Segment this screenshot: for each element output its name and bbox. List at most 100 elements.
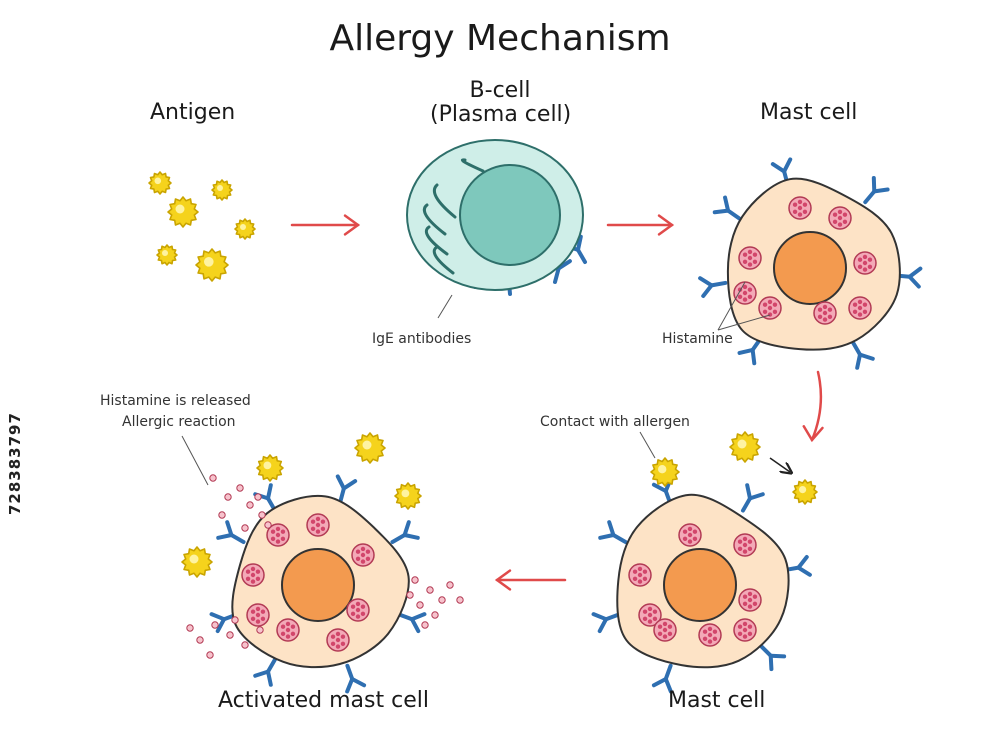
antigen-particle [354, 432, 386, 464]
histamine-granule [326, 628, 350, 652]
bound-antigen [394, 482, 422, 510]
ige-antibody [591, 612, 622, 634]
histamine-granule [241, 563, 265, 587]
released-histamine [186, 474, 464, 659]
histamine-granule [733, 618, 757, 642]
antigen-particle [148, 171, 172, 195]
histamine-granule [266, 523, 290, 547]
mast-cell-nucleus [773, 231, 847, 305]
stock-id: 728383797 [6, 412, 24, 515]
antigen-particle [211, 179, 233, 201]
approach-arrow [769, 457, 790, 472]
ige-antibody [390, 520, 420, 544]
incoming-antigen [792, 479, 818, 505]
histamine-granule [788, 196, 812, 220]
label-bcell: B-cell [469, 78, 531, 103]
ige-antibody [651, 663, 673, 694]
histamine-dot [226, 631, 234, 639]
histamine-dot [406, 591, 414, 599]
incoming-antigen [729, 431, 761, 463]
ige-antibody [396, 612, 427, 634]
histamine-dot [186, 624, 194, 632]
ige-antibody [253, 657, 277, 687]
histamine-dot [246, 501, 254, 509]
histamine-dot [258, 511, 266, 519]
contact-antigen [650, 457, 680, 487]
ige-antibody [851, 340, 875, 370]
ige-antibody [758, 643, 787, 672]
page-title: Allergy Mechanism [329, 18, 671, 59]
antigen-particle [195, 248, 229, 282]
antigen-particle [181, 546, 213, 578]
histamine-granule [853, 251, 877, 275]
histamine-granule [276, 618, 300, 642]
histamine-granule [638, 603, 662, 627]
histamine-dot [416, 601, 424, 609]
arrow-mast-to-contact [802, 370, 824, 443]
antigen-cluster [148, 171, 256, 282]
antigen-particle [234, 218, 256, 240]
b-cell-nucleus [459, 164, 561, 266]
label-mast-cell-top: Mast cell [760, 100, 858, 125]
histamine-granule [848, 296, 872, 320]
histamine-granule [306, 513, 330, 537]
mast-cell-nucleus [281, 548, 355, 622]
histamine-granule [733, 533, 757, 557]
antigen-particle [394, 482, 422, 510]
histamine-granule [653, 618, 677, 642]
histamine-granule [351, 543, 375, 567]
histamine-dot [431, 611, 439, 619]
histamine-granule [733, 281, 757, 305]
histamine-dot [209, 474, 217, 482]
ige-antibody [345, 663, 367, 694]
ige-antibody [863, 175, 890, 205]
histamine-dot [206, 651, 214, 659]
antigen-particle [167, 196, 199, 228]
er-membrane [460, 158, 485, 173]
histamine-dot [456, 596, 464, 604]
antigen-particle [256, 454, 284, 482]
antigen-particle [729, 431, 761, 463]
label-histamine-released: Histamine is released [100, 393, 251, 409]
label-contact-allergen: Contact with allergen [540, 414, 690, 430]
ige-antibody [698, 276, 728, 298]
ige-antibody [216, 520, 246, 544]
bound-antigen [181, 546, 213, 578]
antigen-particle [156, 244, 178, 266]
histamine-dot [211, 621, 219, 629]
pointer-histamine [717, 281, 771, 331]
er-membrane [432, 183, 457, 219]
label-ige-antibodies: IgE antibodies [372, 331, 472, 347]
antigen-particle [792, 479, 818, 505]
arrow-antigen-to-bcell [290, 214, 361, 236]
mast-cell-contact [591, 476, 812, 694]
histamine-granule [813, 301, 837, 325]
bound-antigen [354, 432, 386, 464]
histamine-granule [678, 523, 702, 547]
histamine-dot [446, 581, 454, 589]
histamine-dot [218, 511, 226, 519]
label-histamine: Histamine [662, 331, 733, 347]
histamine-dot [241, 524, 249, 532]
histamine-dot [241, 641, 249, 649]
histamine-dot [264, 521, 272, 529]
histamine-dot [231, 616, 239, 624]
label-antigen: Antigen [150, 100, 236, 125]
histamine-granule [246, 603, 270, 627]
histamine-dot [426, 586, 434, 594]
pointer-released [181, 435, 209, 486]
histamine-dot [421, 621, 429, 629]
ige-antibody [335, 474, 358, 504]
pointer-ige [437, 294, 453, 319]
histamine-granule [738, 588, 762, 612]
label-mast-cell-bottom: Mast cell [668, 688, 766, 713]
ige-antibody [741, 483, 765, 513]
arrow-bcell-to-mast [606, 214, 675, 236]
histamine-dot [256, 626, 264, 634]
er-membrane [432, 245, 455, 275]
ige-antibody [712, 195, 742, 221]
histamine-granule [346, 598, 370, 622]
pointer-contact [639, 431, 656, 459]
